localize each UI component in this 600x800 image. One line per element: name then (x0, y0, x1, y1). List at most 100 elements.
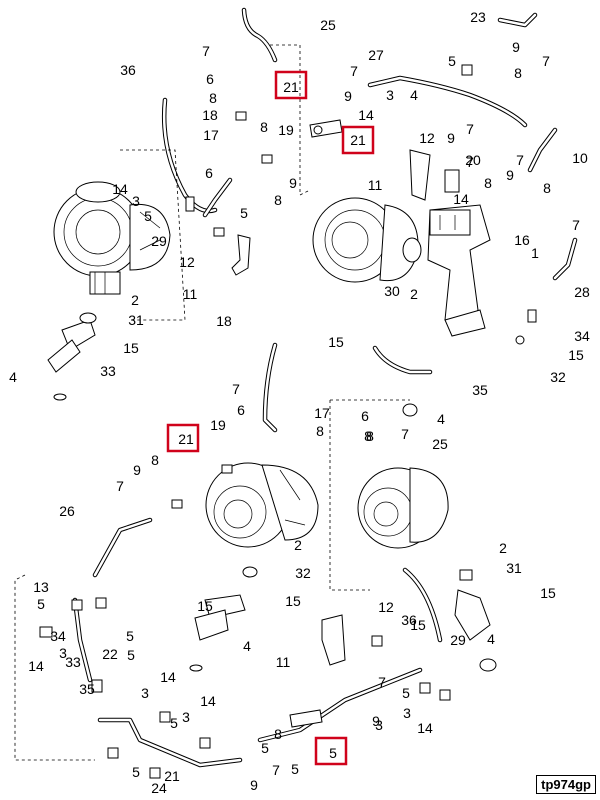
fitting-21-top (309, 119, 343, 138)
callout-label: 7 (116, 478, 124, 494)
oil-lines-top-left (120, 7, 301, 321)
highlight-box (341, 125, 375, 155)
turbocharger-bottom-left (92, 342, 319, 672)
callout-label: 9 (250, 777, 258, 793)
callout-label: 22 (102, 646, 118, 662)
callout-label: 19 (278, 122, 294, 138)
callout-label: 6 (361, 408, 369, 424)
callout-label: 5 (329, 745, 337, 761)
callout-label: 4 (410, 87, 418, 103)
callout-label: 21 (350, 132, 366, 148)
callout-label: 8 (543, 180, 551, 196)
callout-label: 3 (59, 645, 67, 661)
callout-label: 18 (202, 107, 218, 123)
callout-label: 7 (378, 674, 386, 690)
callout-label: 31 (506, 560, 522, 576)
callout-label: 8 (366, 428, 374, 444)
callout-label: 5 (37, 596, 45, 612)
callout-label: 11 (276, 654, 291, 670)
callout-label: 8 (209, 90, 217, 106)
callout-label: 15 (328, 334, 344, 350)
callout-label: 19 (210, 417, 226, 433)
callout-label: 11 (368, 177, 383, 193)
callout-label: 7 (202, 43, 210, 59)
callout-label: 4 (9, 369, 17, 385)
callout-label: 7 (572, 217, 580, 233)
callout-label: 3 (182, 709, 190, 725)
callout-label: 10 (572, 150, 588, 166)
callout-label: 5 (127, 647, 135, 663)
callout-label: 32 (295, 565, 311, 581)
diagram-reference-code: tp974gp (536, 775, 596, 794)
callout-label: 7 (516, 152, 524, 168)
callout-label: 31 (128, 312, 144, 328)
callout-label: 5 (144, 208, 152, 224)
callout-label: 8 (316, 423, 324, 439)
callout-label: 14 (417, 720, 433, 736)
callout-label: 9 (447, 130, 455, 146)
callout-label: 3 (141, 685, 149, 701)
callout-label: 7 (542, 53, 550, 69)
callout-label: 35 (472, 382, 488, 398)
turbocharger-top-right (299, 12, 578, 417)
callout-label: 25 (432, 436, 448, 452)
callout-label: 8 (484, 175, 492, 191)
callout-label: 1 (531, 245, 539, 261)
highlight-boxes-part-21 (166, 70, 375, 766)
callout-label: 6 (205, 165, 213, 181)
callout-label: 8 (274, 726, 282, 742)
highlight-box (314, 736, 348, 766)
callout-label: 14 (453, 191, 469, 207)
callout-label: 17 (314, 405, 330, 421)
callout-label: 36 (401, 612, 417, 628)
turbocharger-bottom-right (321, 399, 497, 672)
callout-label: 7 (272, 762, 280, 778)
callout-label: 29 (450, 632, 466, 648)
callout-label: 21 (164, 768, 180, 784)
callout-label: 9 (372, 713, 380, 729)
callout-label: 12 (419, 130, 435, 146)
callout-label: 4 (437, 411, 445, 427)
callout-label: 16 (514, 232, 530, 248)
callout-label: 2 (499, 540, 507, 556)
callout-label: 3 (403, 705, 411, 721)
callout-label: 11 (183, 286, 198, 302)
callout-label: 7 (350, 63, 358, 79)
callout-label: 5 (261, 740, 269, 756)
callout-label: 8 (514, 65, 522, 81)
callout-label: 9 (289, 175, 297, 191)
callout-label: 30 (384, 283, 400, 299)
callout-label: 3 (375, 717, 383, 733)
callout-label: 35 (79, 681, 95, 697)
callout-label: 14 (112, 181, 128, 197)
callout-label: 34 (50, 628, 66, 644)
callout-label: 13 (33, 579, 49, 595)
callout-label: 8 (151, 452, 159, 468)
callout-label: 5 (170, 715, 178, 731)
callout-label: 7 (401, 426, 409, 442)
callout-label: 5 (132, 764, 140, 780)
callout-label: 15 (568, 347, 584, 363)
callout-label: 14 (28, 658, 44, 674)
callout-label: 5 (402, 685, 410, 701)
callout-label: 14 (200, 693, 216, 709)
highlight-box (166, 423, 200, 453)
callout-label: 6 (206, 71, 214, 87)
callout-label: 15 (123, 340, 139, 356)
callout-label: 8 (274, 192, 282, 208)
callout-label: 15 (410, 617, 426, 633)
callout-label: 9 (512, 39, 520, 55)
callout-label: 7 (466, 154, 474, 170)
callout-label: 21 (178, 431, 194, 447)
callout-label: 2 (131, 292, 139, 308)
callout-label: 9 (506, 167, 514, 183)
callout-label: 28 (574, 284, 590, 300)
callout-label: 12 (378, 599, 394, 615)
callout-label: 9 (133, 462, 141, 478)
callout-label: 12 (179, 254, 195, 270)
callout-label: 29 (151, 233, 167, 249)
callout-label: 7 (232, 381, 240, 397)
oil-feed-lines-bottom (14, 574, 451, 779)
callout-label: 34 (574, 328, 590, 344)
